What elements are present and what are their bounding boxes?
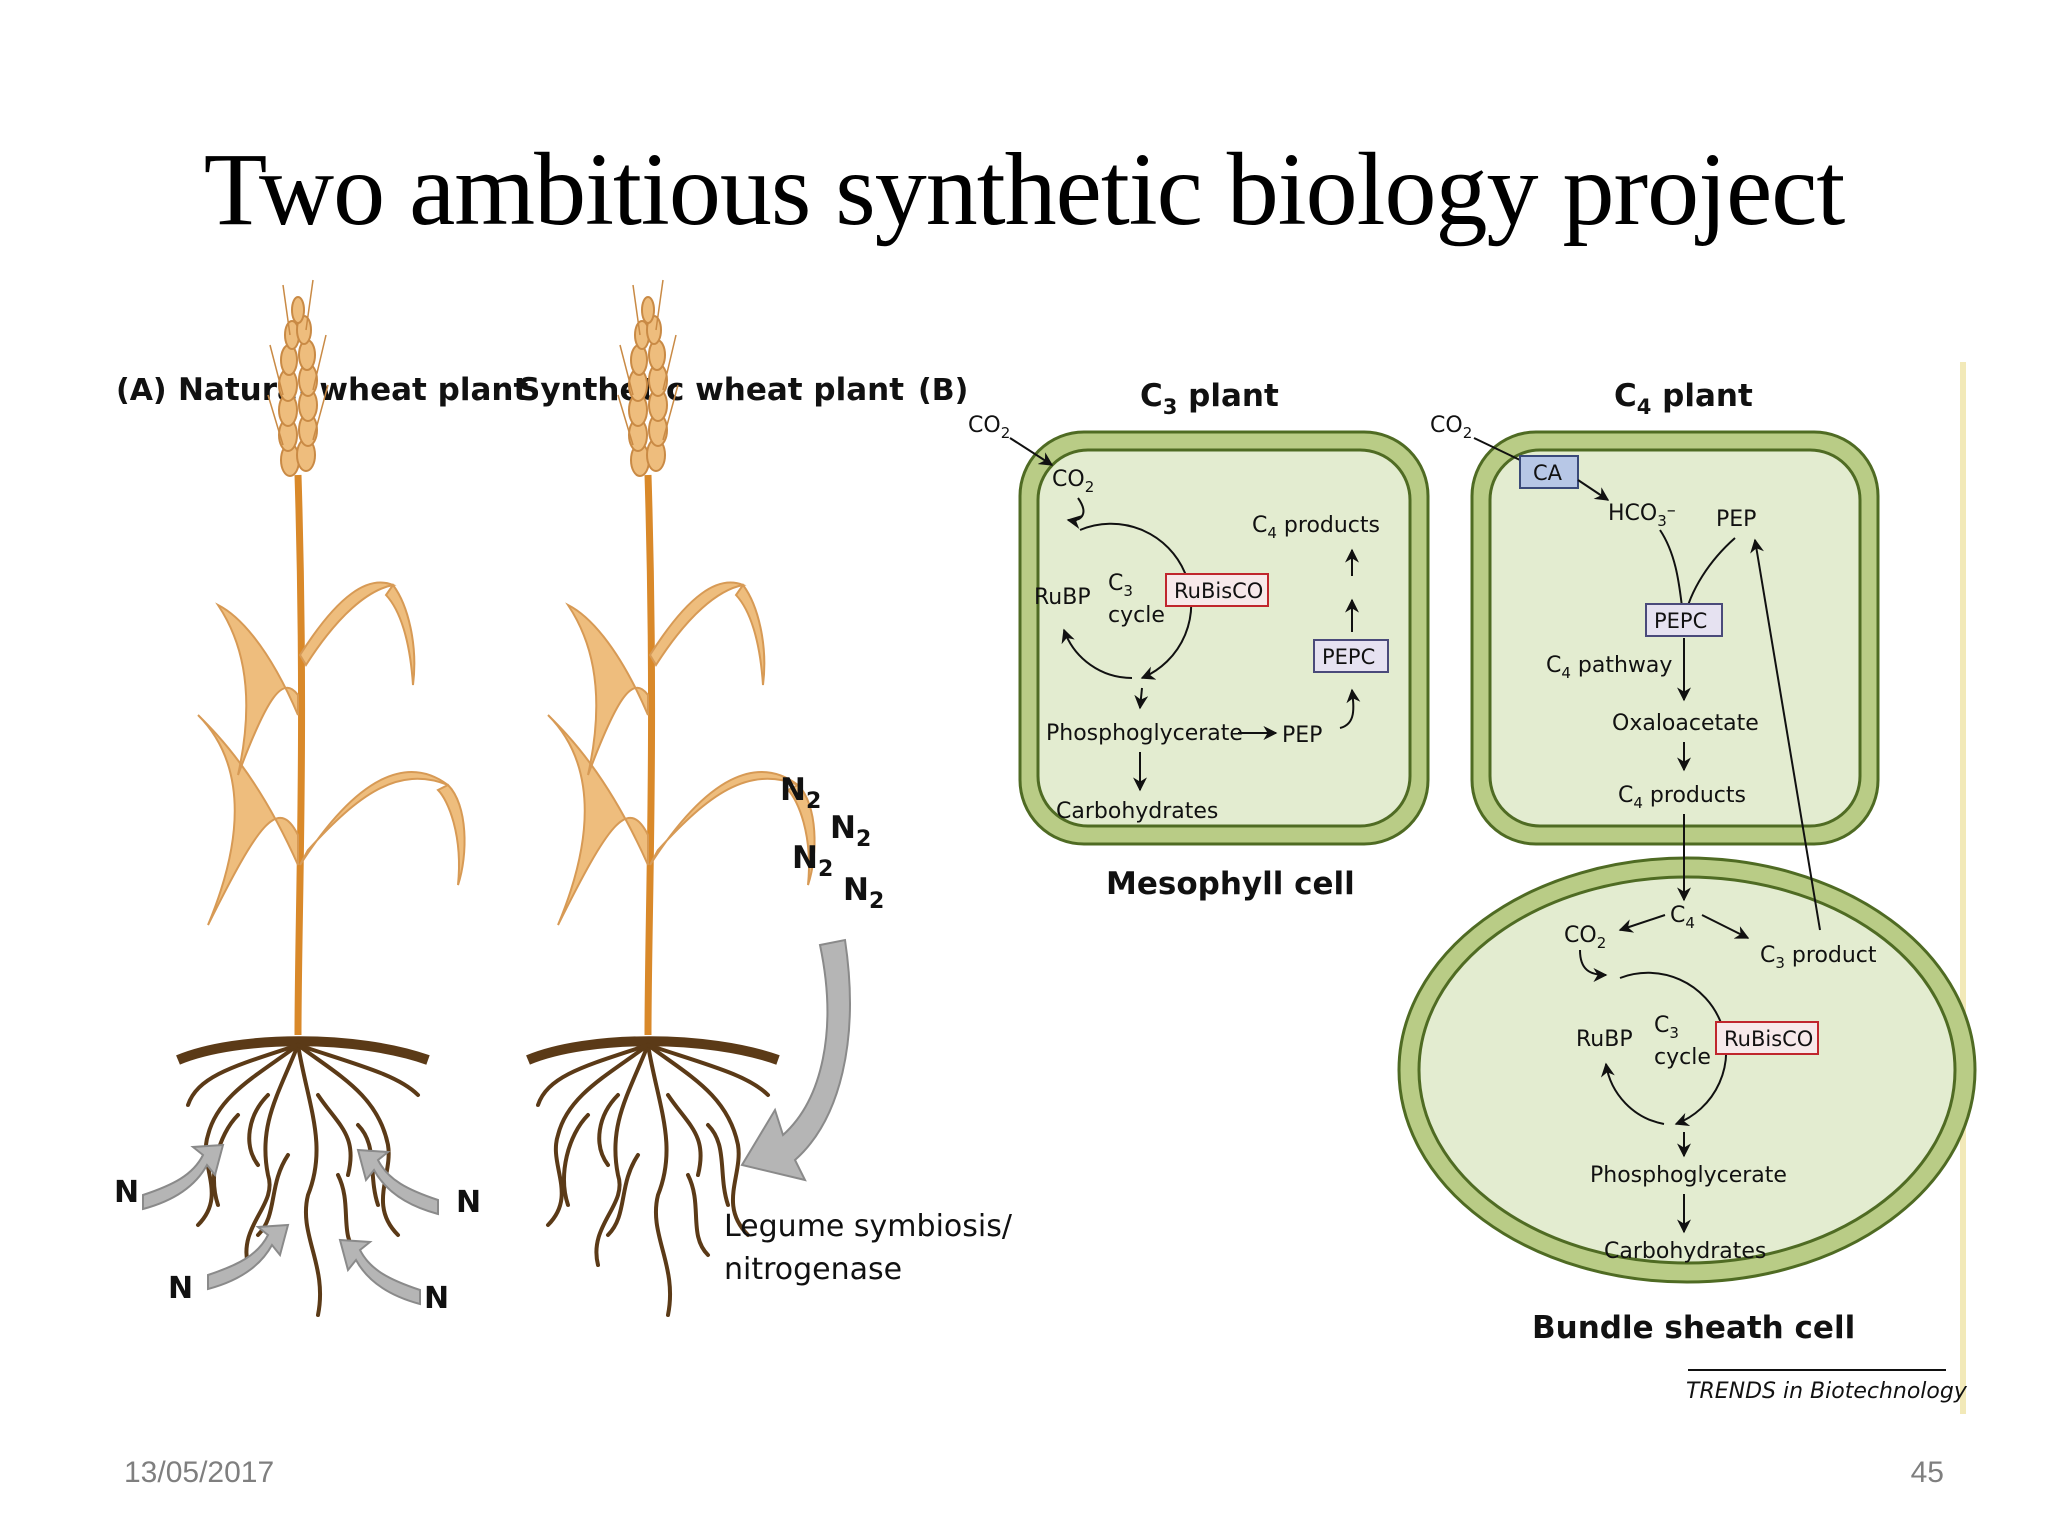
n2-label-2: N2: [830, 810, 871, 852]
soil-n-label-4: N: [424, 1281, 449, 1316]
ca-box: [1519, 455, 1579, 489]
c3-rubisco-box: [1165, 573, 1269, 607]
ca-to-hco3-arrow: [1577, 479, 1610, 501]
slide-title: Two ambitious synthetic biology project: [203, 132, 1846, 247]
legume-label-line1: Legume symbiosis/: [724, 1209, 1013, 1244]
c3-carbohydrates-label: Carbohydrates: [1056, 799, 1218, 824]
bs-cycle-word: cycle: [1654, 1045, 1711, 1070]
bs-c3-product-label: C3 product: [1760, 943, 1877, 972]
c3-cycle-c-label: C3: [1108, 571, 1133, 600]
natural-wheat-title: Natural wheat plant: [178, 372, 528, 408]
bundle-sheath-cell-label: Bundle sheath cell: [1532, 1310, 1855, 1346]
soil-n-arrow-3: [357, 1149, 439, 1215]
c3-co2-entry-arrow: [1009, 437, 1054, 466]
c3-cycle-arc-left: [1061, 628, 1133, 680]
c3-cycle-to-pga-arrow: [1134, 687, 1149, 710]
c4-mesophyll-cell-interior: [1488, 448, 1862, 828]
credit-label: TRENDS in Biotechnology: [1686, 1379, 1968, 1404]
c4-pep-label: PEP: [1716, 507, 1756, 532]
soil-n-label-3: N: [456, 1185, 481, 1220]
bs-rubp-label: RuBP: [1576, 1027, 1633, 1052]
c3-rubp-label: RuBP: [1034, 585, 1091, 610]
natural-wheat-plant: [178, 280, 465, 1315]
oxaloacetate-label: Oxaloacetate: [1612, 711, 1759, 736]
c4-pepc-box: [1645, 603, 1723, 637]
n2-label-4: N2: [843, 872, 884, 914]
c3-co2-outside: CO2: [968, 413, 1010, 442]
nitrogenase-arrow: [740, 938, 851, 1182]
panel-a-label: (A): [116, 373, 167, 408]
n2-label-1: N2: [780, 772, 821, 814]
c3-mesophyll-cell-interior: [1036, 448, 1412, 828]
bs-rubisco-box: [1715, 1021, 1819, 1055]
c4-pepc-label: PEPC: [1654, 609, 1707, 633]
c4-co2-outside: CO2: [1430, 413, 1472, 442]
c3-cycle-word: cycle: [1108, 603, 1165, 628]
bs-phosphoglycerate-label: Phosphoglycerate: [1590, 1163, 1787, 1188]
c3-pepc-box: [1313, 639, 1389, 673]
c4-plant-title: C4 plant: [1614, 378, 1753, 419]
bs-c4-to-co2-arrow: [1618, 914, 1666, 933]
c3-pepc-label: PEPC: [1322, 645, 1375, 669]
c3-pep-label: PEP: [1282, 723, 1322, 748]
bs-rubisco-label: RuBisCO: [1724, 1027, 1813, 1051]
bs-co2-label: CO2: [1564, 923, 1606, 952]
bs-cycle-c-label: C3: [1654, 1013, 1679, 1042]
bs-c4-to-c3-product-arrow: [1701, 914, 1750, 939]
bs-carbohydrates-label: Carbohydrates: [1604, 1239, 1766, 1264]
bs-co2-to-cycle-arrow: [1579, 949, 1608, 982]
panel-b-edge: [1960, 362, 1966, 1414]
c3-rubisco-label: RuBisCO: [1174, 579, 1263, 603]
soil-n-label-2: N: [168, 1271, 193, 1306]
hco3-label: HCO3–: [1608, 500, 1676, 530]
mesophyll-cell-label: Mesophyll cell: [1106, 866, 1355, 902]
bs-c4-label: C4: [1670, 903, 1695, 932]
c3-c4-products-label: C4 products: [1252, 513, 1380, 542]
soil-n-label-1: N: [114, 1175, 139, 1210]
c3-phosphoglycerate-label: Phosphoglycerate: [1046, 721, 1243, 746]
c3-plant-title: C3 plant: [1140, 378, 1279, 419]
c4-co2-entry-line: [1473, 437, 1521, 461]
soil-n-arrow-4: [339, 1239, 421, 1305]
n2-label-3: N2: [792, 840, 833, 882]
c3-product-to-pep-arrow: [1750, 538, 1821, 931]
c3-co2-to-cycle-arrow: [1066, 497, 1085, 529]
c4-pathway-label: C4 pathway: [1546, 653, 1672, 682]
bundle-sheath-cell-interior: [1417, 875, 1957, 1265]
synthetic-wheat-title: Synthetic wheat plant: [518, 372, 904, 408]
panel-b-label: (B): [918, 373, 968, 408]
c3-co2-inside: CO2: [1052, 467, 1094, 496]
c4-products-label: C4 products: [1618, 783, 1746, 812]
ca-label: CA: [1533, 461, 1563, 485]
slide-date: 13/05/2017: [124, 1456, 275, 1489]
c3-pep-to-pepc-arrow: [1339, 688, 1361, 729]
bs-cycle-arc-left: [1600, 1062, 1665, 1125]
slide-page-number: 45: [1910, 1456, 1944, 1489]
legume-label-line2: nitrogenase: [724, 1252, 902, 1287]
